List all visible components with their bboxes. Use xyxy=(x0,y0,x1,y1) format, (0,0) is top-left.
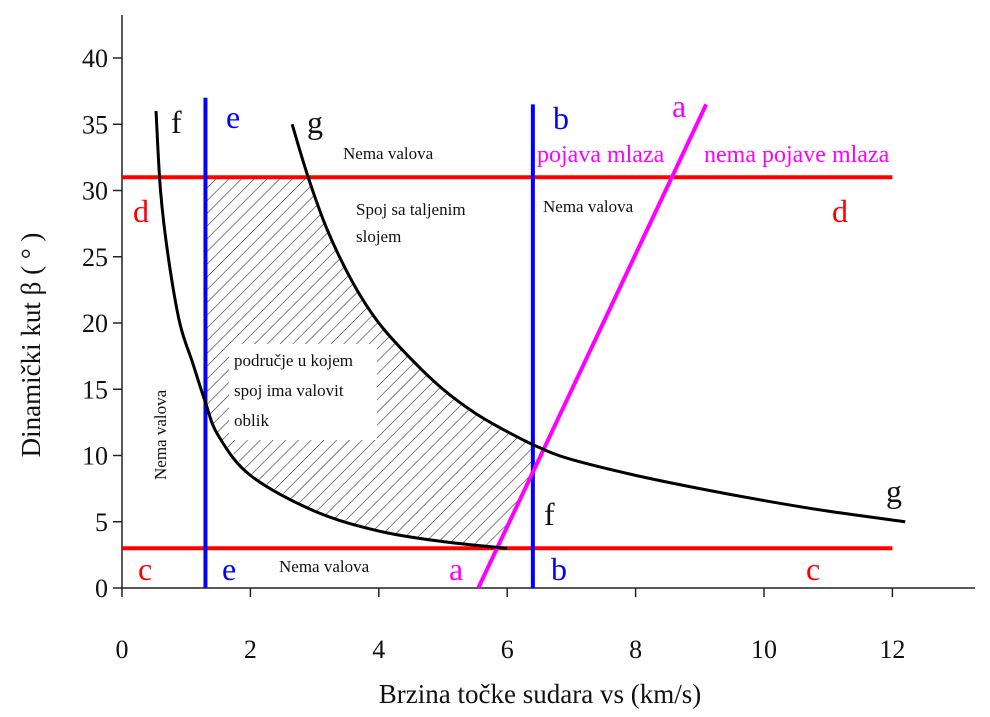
y-tick-label: 20 xyxy=(82,309,108,338)
annotation-no-jet: nema pojave mlaza xyxy=(704,142,890,168)
x-tick-label: 10 xyxy=(751,635,777,664)
series-lines xyxy=(122,97,906,589)
label-a-bottom: a xyxy=(449,551,463,587)
y-tick-label: 15 xyxy=(82,375,108,404)
annotation-no-waves-bottom: Nema valova xyxy=(279,557,370,576)
annotation-wavy-1: područje u kojem xyxy=(234,351,353,370)
label-e-top: e xyxy=(226,99,240,135)
annotation-no-waves-left: Nema valova xyxy=(151,389,170,480)
label-d-right: d xyxy=(832,193,848,229)
x-tick-label: 8 xyxy=(629,635,642,664)
label-g-top: g xyxy=(307,104,323,140)
y-tick-label: 35 xyxy=(82,110,108,139)
label-a-top: a xyxy=(672,88,686,124)
x-tick-label: 4 xyxy=(372,635,385,664)
label-b-top: b xyxy=(553,100,569,136)
y-tick-label: 40 xyxy=(82,44,108,73)
annotation-wavy-2: spoj ima valovit xyxy=(234,381,344,400)
y-tick-label: 10 xyxy=(82,442,108,471)
y-tick-label: 25 xyxy=(82,243,108,272)
annotation-melt-layer-1: Spoj sa taljenim xyxy=(356,200,466,219)
annotation-melt-layer-2: slojem xyxy=(356,227,401,246)
label-c-right: c xyxy=(806,551,820,587)
x-axis-label: Brzina točke sudara vs (km/s) xyxy=(379,679,701,709)
label-f-top: f xyxy=(171,104,182,140)
x-tick-label: 6 xyxy=(501,635,514,664)
curve-labels: f e g b a d d c e a b c f g xyxy=(133,88,902,587)
label-e-bottom: e xyxy=(222,551,236,587)
annotation-no-waves-right: Nema valova xyxy=(543,197,634,216)
annotation-jet-appears: pojava mlaza xyxy=(537,142,665,168)
annotation-wavy-3: oblik xyxy=(234,411,269,430)
line-a xyxy=(476,103,709,589)
line-f xyxy=(154,110,508,550)
label-d-left: d xyxy=(133,193,149,229)
label-f-right: f xyxy=(544,496,555,532)
x-tick-label: 2 xyxy=(244,635,257,664)
label-c-left: c xyxy=(138,551,152,587)
line-g xyxy=(290,123,906,524)
y-axis-label: Dinamički kut β ( ° ) xyxy=(16,233,46,458)
region-label-box xyxy=(229,344,377,440)
y-ticks: 0 5 10 15 20 25 30 35 40 xyxy=(82,44,122,603)
x-tick-label: 12 xyxy=(879,635,905,664)
label-g-right: g xyxy=(886,473,902,509)
y-tick-label: 5 xyxy=(95,508,108,537)
region-annotations: Nema valova Spoj sa taljenim slojem Nema… xyxy=(151,142,890,576)
x-tick-label: 0 xyxy=(116,635,129,664)
label-b-bottom: b xyxy=(551,551,567,587)
axes xyxy=(121,15,975,589)
annotation-no-waves-top: Nema valova xyxy=(343,144,434,163)
y-tick-label: 30 xyxy=(82,177,108,206)
y-tick-label: 0 xyxy=(95,574,108,603)
x-ticks: 0 2 4 6 8 10 12 xyxy=(116,588,905,664)
